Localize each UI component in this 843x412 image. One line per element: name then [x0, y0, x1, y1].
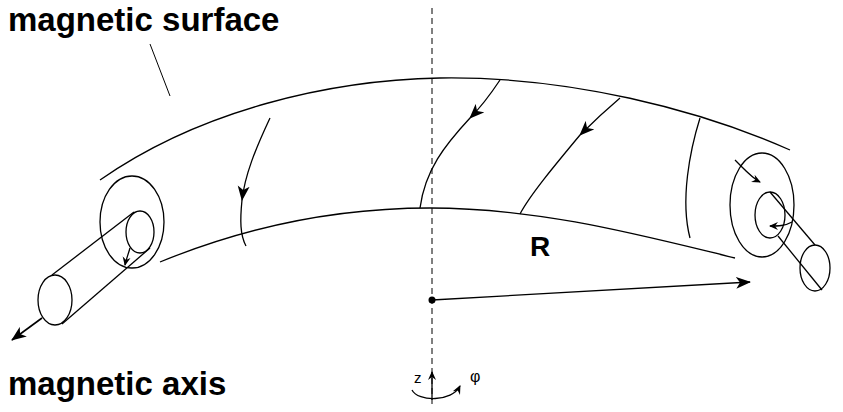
surface-section [730, 153, 794, 257]
field-line [241, 200, 246, 246]
axis-tube [778, 236, 822, 290]
axis-arrow [12, 318, 42, 340]
field-line [242, 118, 270, 200]
field-line [420, 118, 470, 208]
field-line [125, 248, 130, 265]
field-line [470, 80, 500, 118]
surface-label: magnetic surface [8, 2, 279, 38]
leader-line [150, 44, 170, 96]
coordinate-label: z [414, 370, 422, 387]
torus-outline [160, 208, 735, 262]
axis-tube [38, 275, 72, 325]
axis-tube [62, 248, 150, 324]
torus-outline [100, 78, 790, 180]
axis-tube [770, 192, 815, 245]
axis-tube [52, 212, 134, 275]
angle-label: φ [470, 368, 480, 386]
radius-label: R [530, 232, 550, 263]
field-line [770, 222, 792, 226]
field-line [520, 135, 580, 214]
radius-arrow [432, 282, 750, 300]
field-line [735, 160, 760, 182]
phi-arrow [412, 386, 460, 399]
axis-tube [755, 192, 785, 238]
axis-label: magnetic axis [8, 366, 226, 402]
z-arrow [431, 372, 432, 400]
center-dot [429, 297, 436, 304]
field-line [580, 98, 620, 135]
field-line [686, 118, 700, 238]
axis-tube [126, 211, 154, 253]
surface-section [100, 176, 164, 268]
